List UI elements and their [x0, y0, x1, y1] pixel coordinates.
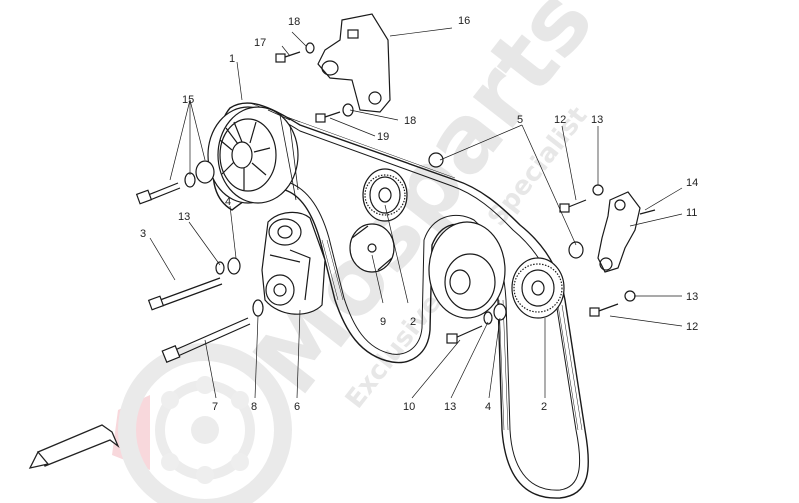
idler-pulley-small — [349, 223, 395, 273]
callout-13a: 13 — [591, 114, 603, 126]
callout-15: 15 — [182, 94, 194, 106]
mounting-bracket-upper — [317, 13, 391, 113]
bolts — [135, 51, 619, 363]
callout-19: 19 — [377, 131, 389, 143]
belt-assembly — [135, 13, 683, 499]
callout-3: 3 — [140, 228, 146, 240]
callout-2b: 2 — [541, 401, 547, 413]
callout-1: 1 — [229, 53, 235, 65]
crankshaft-pulley — [207, 106, 299, 204]
callout-5: 5 — [517, 114, 523, 126]
callout-13b: 13 — [178, 211, 190, 223]
callout-2a: 2 — [410, 316, 416, 328]
callout-12b: 12 — [686, 321, 698, 333]
callout-labels: 1 18 17 16 18 19 15 5 12 13 14 11 13 4 3… — [140, 15, 698, 413]
callout-6: 6 — [294, 401, 300, 413]
idler-pulley-lower — [511, 257, 565, 319]
leader-lines — [149, 27, 683, 399]
alternator-drum — [428, 221, 506, 319]
callout-9: 9 — [380, 316, 386, 328]
callout-14: 14 — [686, 177, 698, 189]
watermark-logo — [112, 343, 292, 503]
belt-tensioner — [261, 211, 326, 315]
callout-8: 8 — [251, 401, 257, 413]
mounting-bracket-right — [597, 191, 656, 273]
callout-4a: 4 — [225, 196, 231, 208]
idler-pulley-upper — [362, 168, 408, 222]
callout-13c: 13 — [686, 291, 698, 303]
callout-17: 17 — [254, 37, 266, 49]
callout-11: 11 — [686, 207, 697, 219]
callout-16: 16 — [458, 15, 470, 27]
callout-10: 10 — [403, 401, 415, 413]
callout-18b: 18 — [404, 115, 416, 127]
callout-4b: 4 — [485, 401, 491, 413]
callout-12a: 12 — [554, 114, 566, 126]
callout-18a: 18 — [288, 16, 300, 28]
front-direction-arrow — [28, 424, 120, 469]
callout-7: 7 — [212, 401, 218, 413]
callout-13d: 13 — [444, 401, 456, 413]
watermark-brand: Mosparts — [233, 0, 614, 414]
